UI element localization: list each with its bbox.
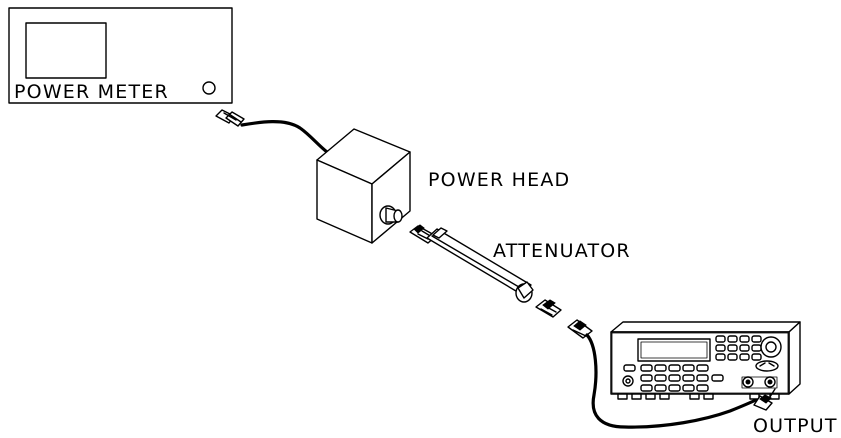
generator-function-buttons (623, 364, 724, 392)
attenuator-adapter (535, 299, 562, 318)
generator-arrow-keys (755, 360, 779, 372)
power-meter-display (25, 22, 107, 79)
power-head (316, 128, 411, 244)
function-generator (610, 321, 801, 400)
generator-top (610, 321, 801, 333)
generator-cable-connector (753, 388, 776, 411)
generator-bnc-outputs (741, 376, 778, 389)
power-meter-input-port (202, 81, 216, 95)
meter-cable-connector (215, 109, 245, 127)
meter-cable (240, 120, 329, 154)
generator-side (788, 321, 801, 395)
attenuator (409, 224, 534, 303)
generator-keypad (715, 335, 762, 361)
attenuator-label: ATTENUATOR (493, 240, 631, 262)
power-meter-label: POWER METER (14, 81, 169, 103)
generator-display (637, 338, 711, 362)
generator-output-connector (567, 319, 593, 339)
output-cable (585, 333, 762, 429)
output-label: OUTPUT (753, 415, 838, 437)
generator-knob (760, 336, 782, 358)
attenuator-body (426, 228, 532, 295)
power-head-label: POWER HEAD (428, 169, 570, 191)
generator-feet (617, 393, 780, 400)
generator-power-button (622, 375, 634, 387)
power-meter: POWER METER (8, 7, 233, 104)
